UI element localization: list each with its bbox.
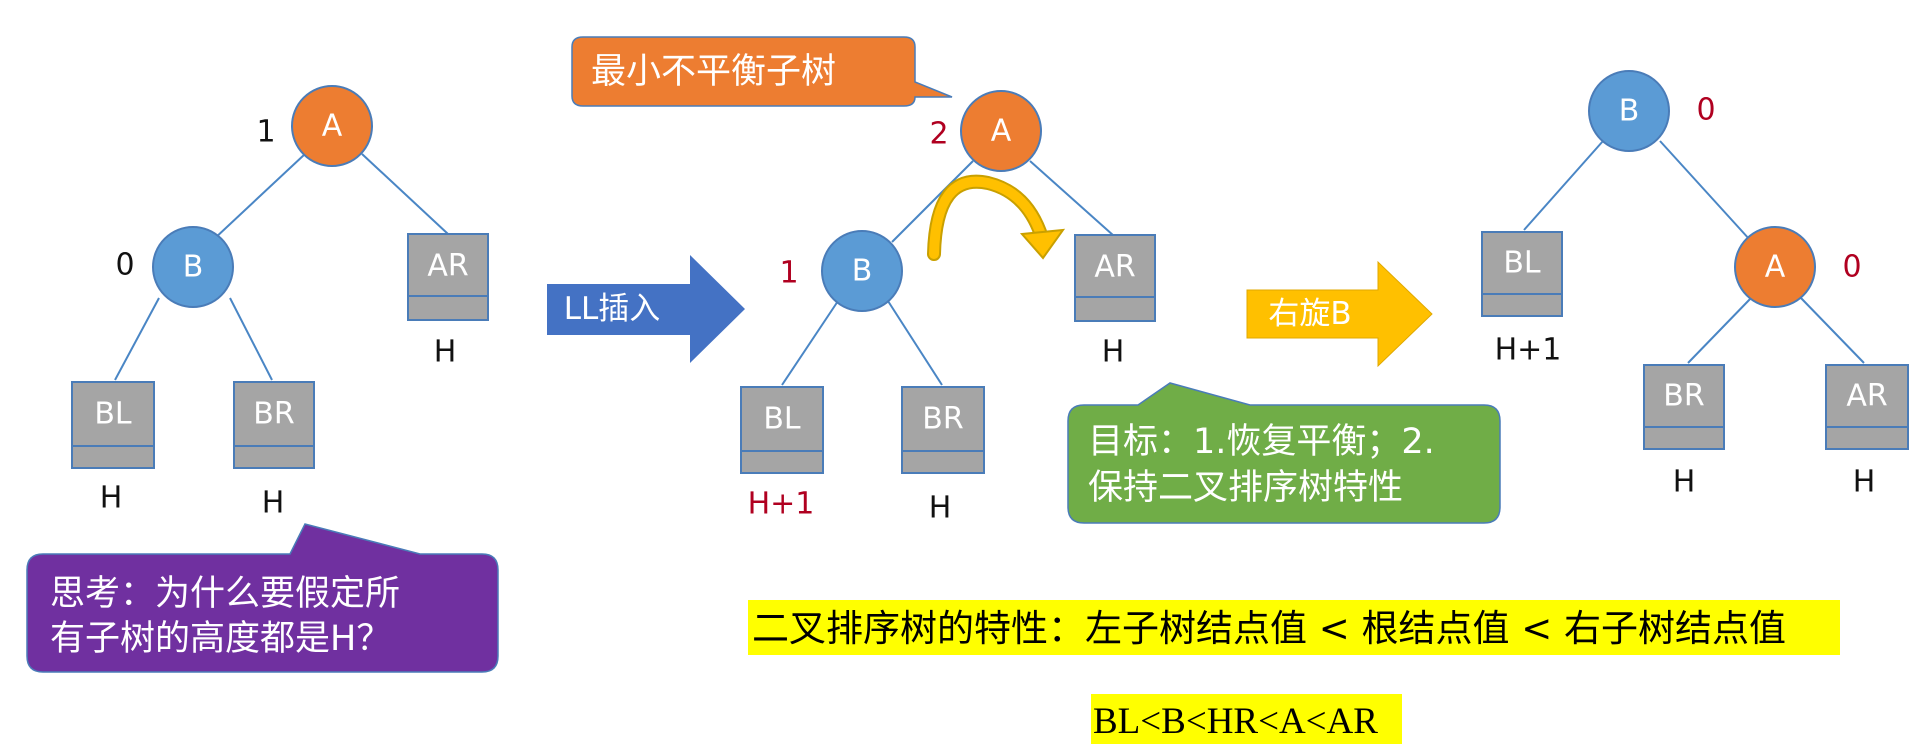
- balance-a: 2: [929, 117, 948, 152]
- subtree-br-label: BR: [253, 397, 294, 432]
- tree-mid: A 2 B 1 AR H BL H+1 BR: [740, 90, 1156, 526]
- balance-a: 1: [256, 115, 275, 150]
- callout-min-unbalanced: 最小不平衡子树: [571, 36, 953, 107]
- callout-goal-line1: 目标：1.恢复平衡；2.: [1088, 422, 1435, 462]
- subtree-br: BR: [1643, 364, 1725, 450]
- callout-min-unbalanced-text: 最小不平衡子树: [591, 52, 836, 92]
- tree-before: A 1 B 0 AR H BL H BR H: [71, 85, 489, 521]
- order-relation: BL<B<HR<A<AR: [1091, 694, 1402, 744]
- edge-b-br: [887, 300, 943, 386]
- bst-property-text: 二叉排序树的特性：左子树结点值 < 根结点值 < 右子树结点值: [752, 607, 1786, 650]
- subtree-ar-label: AR: [1846, 379, 1887, 414]
- subtree-ar: AR: [1825, 364, 1909, 450]
- rotation-curve-arrow: [927, 174, 1066, 261]
- edge-b-br: [229, 297, 273, 381]
- subtree-bl: BL: [1481, 231, 1563, 317]
- subtree-bl: BL: [740, 386, 824, 474]
- balance-b: 0: [115, 248, 134, 283]
- height-bl: H+1: [1495, 333, 1562, 368]
- rotate-right-label: 右旋B: [1268, 296, 1351, 332]
- height-br: H: [1673, 465, 1696, 500]
- rotate-right-arrow: 右旋B: [1246, 260, 1433, 368]
- height-br: H: [929, 491, 952, 526]
- balance-b: 0: [1696, 93, 1715, 128]
- ll-insert-label: LL插入: [564, 291, 661, 327]
- ll-insert-arrow: LL插入: [547, 255, 745, 363]
- edge-b-a: [1659, 140, 1751, 241]
- height-br: H: [262, 486, 285, 521]
- callout-goal-line2: 保持二叉排序树特性: [1088, 468, 1403, 508]
- subtree-br: BR: [901, 386, 985, 474]
- node-a-label: A: [322, 109, 343, 144]
- edge-b-bl: [781, 300, 839, 386]
- balance-a: 0: [1842, 250, 1861, 285]
- edge-b-bl: [114, 297, 160, 381]
- height-bl: H: [100, 481, 123, 516]
- subtree-bl-label: BL: [1503, 246, 1541, 281]
- callout-think: 思考：为什么要假定所 有子树的高度都是H？: [26, 523, 499, 673]
- edge-a-ar: [361, 153, 449, 235]
- subtree-br-label: BR: [922, 402, 963, 437]
- subtree-ar: AR: [407, 233, 489, 321]
- subtree-br-label: BR: [1663, 379, 1704, 414]
- subtree-br: BR: [233, 381, 315, 469]
- node-b-label: B: [1619, 94, 1640, 129]
- subtree-bl: BL: [71, 381, 155, 469]
- subtree-bl-label: BL: [763, 402, 801, 437]
- subtree-bl-label: BL: [94, 397, 132, 432]
- order-relation-text: BL<B<HR<A<AR: [1093, 701, 1378, 742]
- height-ar: H: [434, 335, 457, 370]
- balance-b: 1: [779, 256, 798, 291]
- height-ar: H: [1102, 335, 1125, 370]
- node-b-label: B: [852, 254, 873, 289]
- callout-think-line1: 思考：为什么要假定所: [50, 574, 400, 614]
- subtree-ar-label: AR: [427, 249, 468, 284]
- node-b: B: [821, 230, 903, 312]
- height-ar: H: [1853, 465, 1876, 500]
- node-a: A: [960, 90, 1042, 172]
- edge-a-ar: [1029, 160, 1115, 237]
- edge-a-ar: [1799, 296, 1865, 364]
- tree-after: B 0 A 0 BL H+1 BR H AR H: [1481, 70, 1909, 500]
- node-b: B: [1588, 70, 1670, 152]
- edge-b-bl: [1523, 140, 1604, 231]
- node-b: B: [152, 226, 234, 308]
- edge-a-b: [891, 160, 974, 243]
- height-bl: H+1: [748, 487, 815, 522]
- subtree-ar-label: AR: [1094, 250, 1135, 285]
- node-a-label: A: [1765, 250, 1786, 285]
- subtree-ar: AR: [1074, 234, 1156, 322]
- node-a: A: [1734, 226, 1816, 308]
- edge-a-br: [1687, 296, 1753, 364]
- node-b-label: B: [183, 250, 204, 285]
- node-a-label: A: [991, 114, 1012, 149]
- node-a: A: [291, 85, 373, 167]
- edge-a-b: [212, 153, 306, 241]
- bst-property: 二叉排序树的特性：左子树结点值 < 根结点值 < 右子树结点值: [748, 600, 1840, 655]
- callout-goal: 目标：1.恢复平衡；2. 保持二叉排序树特性: [1067, 382, 1501, 524]
- callout-think-line2: 有子树的高度都是H？: [50, 619, 391, 659]
